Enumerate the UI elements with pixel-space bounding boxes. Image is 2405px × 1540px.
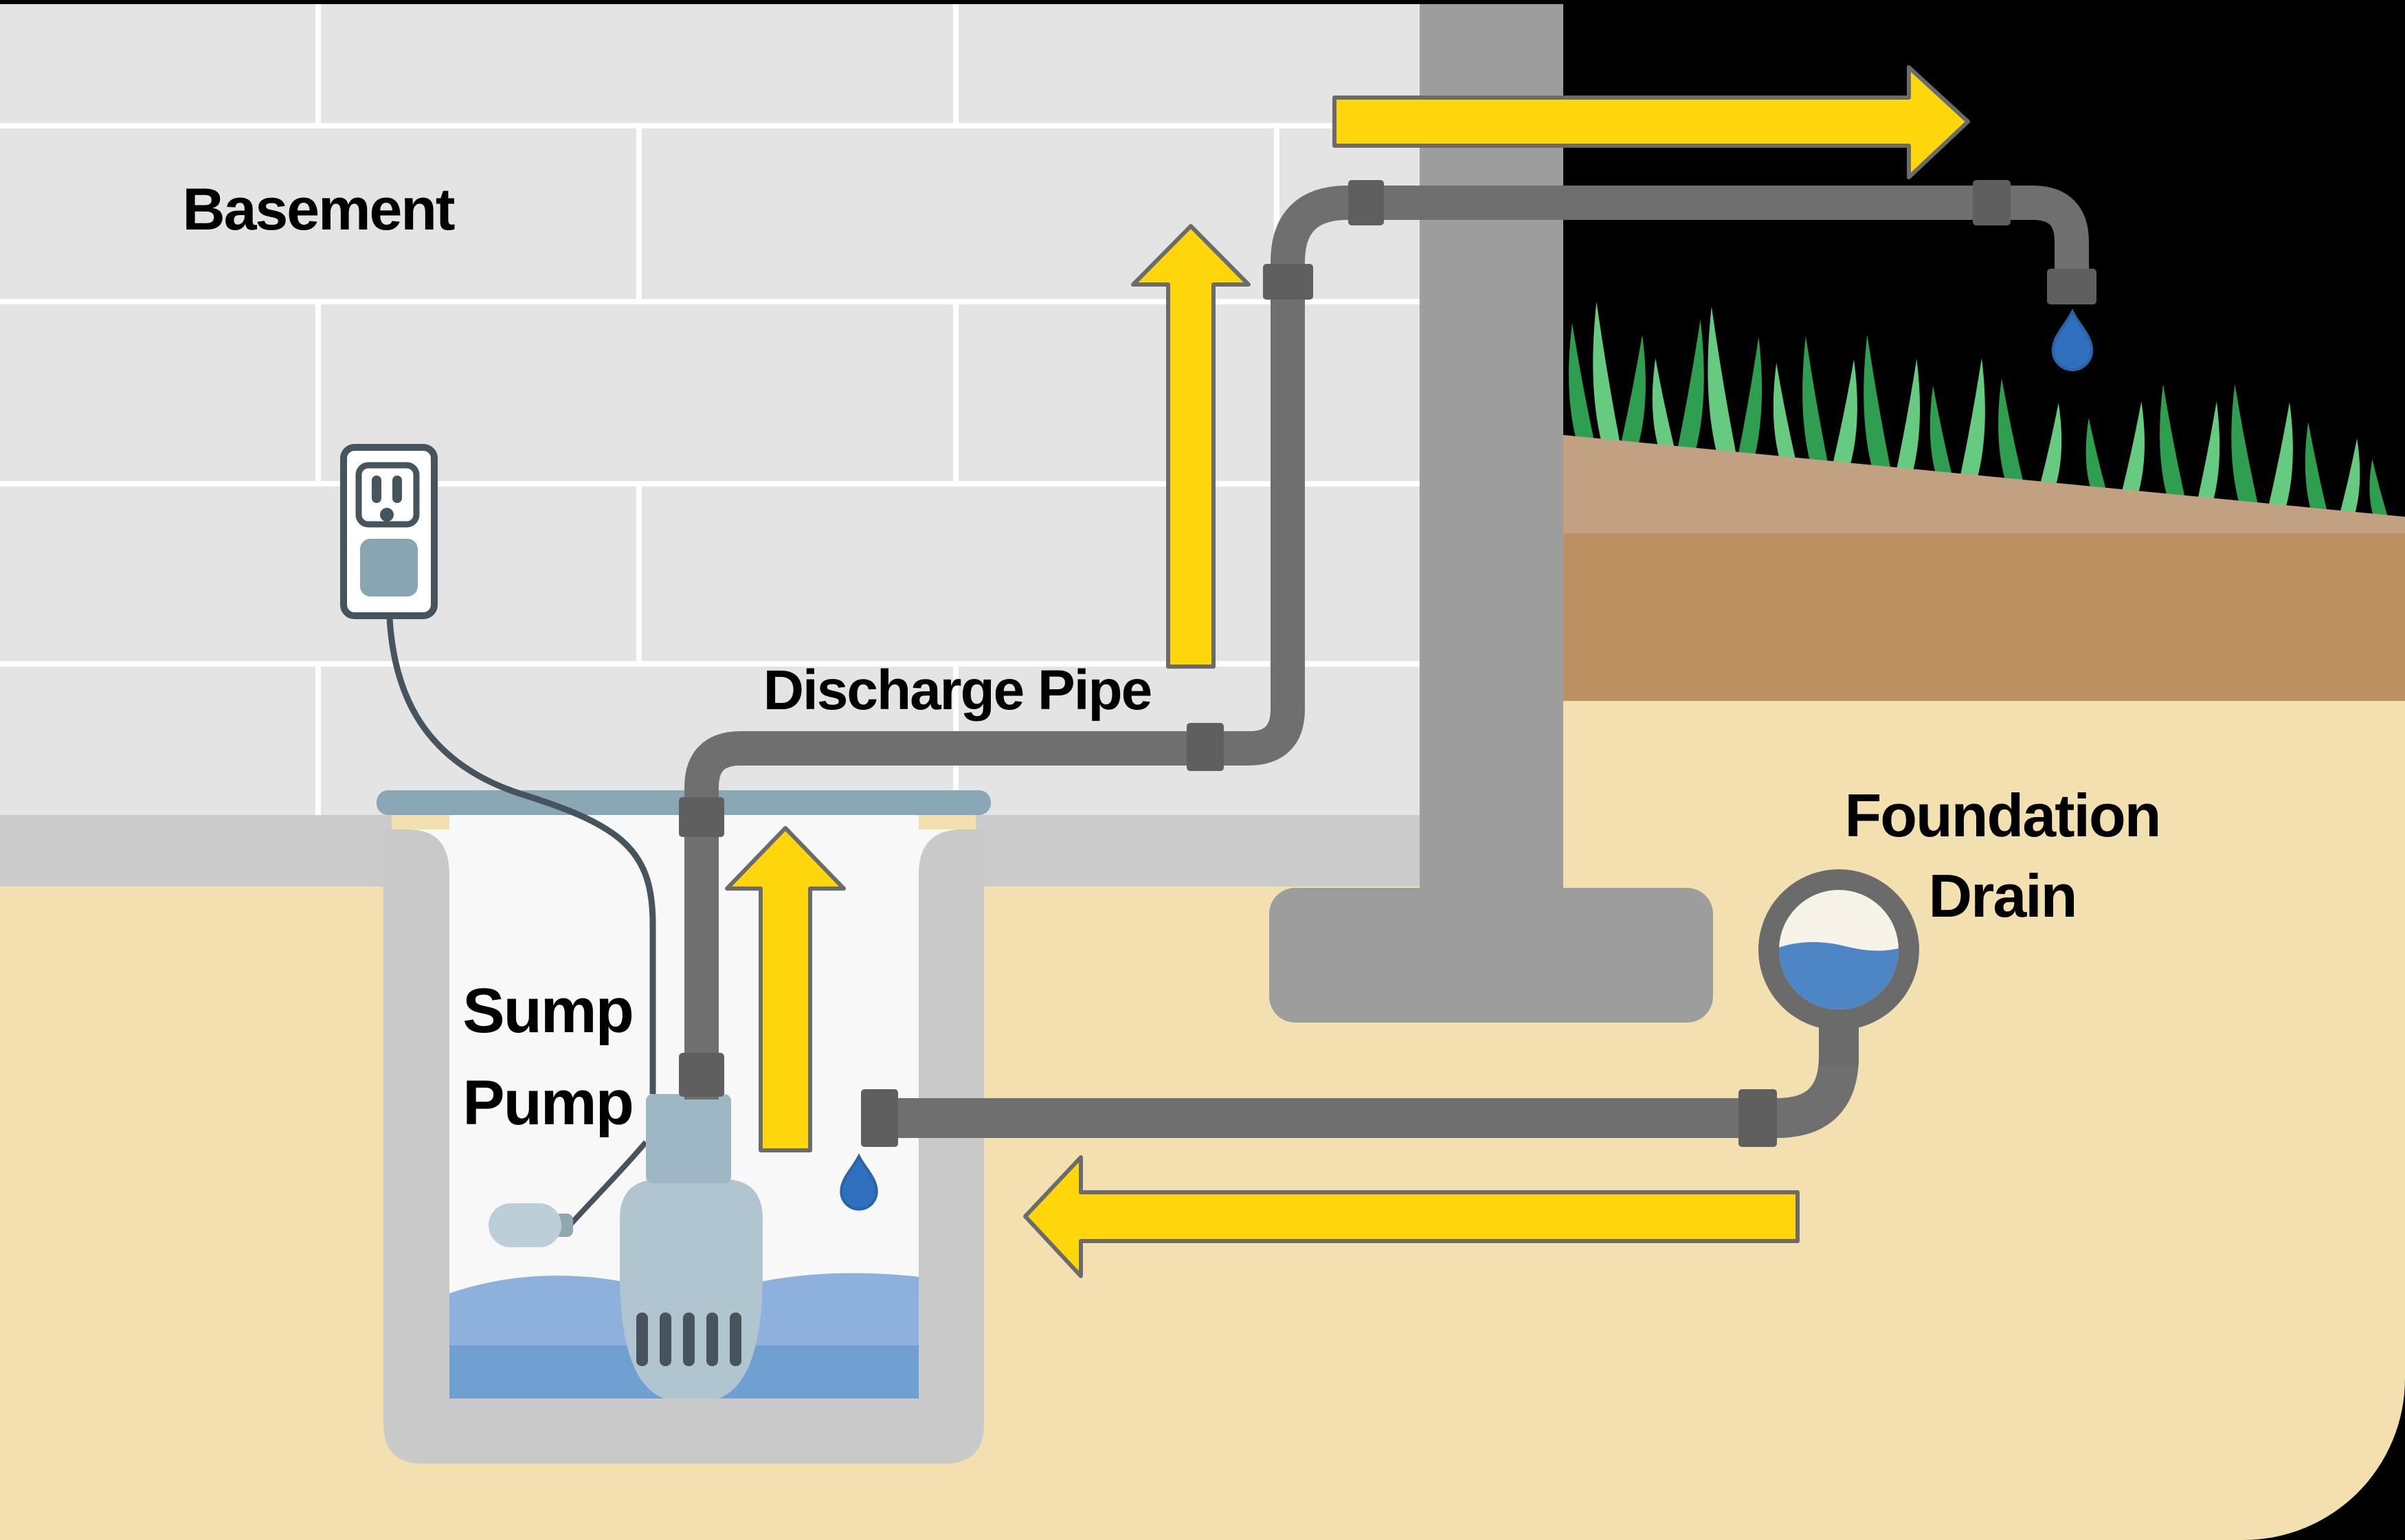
pipe-coupling — [1348, 180, 1384, 225]
label-sump-pump-line1: Sump — [462, 976, 633, 1046]
drain-pipe-coupling — [861, 1089, 898, 1147]
sump-pump-unit — [489, 1094, 763, 1398]
flow-arrow-right-icon — [1332, 65, 1970, 179]
grass-blade — [1957, 358, 1985, 491]
grass-blade — [1864, 335, 1894, 482]
pipe-coupling — [1187, 723, 1224, 771]
grass-blade — [1998, 378, 2026, 495]
subsoil-layer — [1563, 533, 2405, 701]
foundation-wall — [1420, 0, 1563, 889]
float-cord — [568, 1140, 649, 1227]
grass-blade — [1674, 320, 1704, 464]
pit-liner-corner-right — [919, 829, 962, 874]
pump-vents — [636, 1313, 741, 1366]
drain-water-level — [1779, 941, 1899, 1009]
grass-blade — [1802, 336, 1831, 476]
flow-arrow-up-riser-icon — [1131, 224, 1251, 669]
label-foundation-drain-line1: Foundation — [1845, 781, 2160, 849]
flow-arrows — [725, 65, 1970, 1278]
label-basement: Basement — [182, 177, 454, 243]
power-cord — [385, 594, 656, 1094]
grass-blade — [1708, 306, 1739, 467]
pump-outlet-coupling — [679, 1053, 724, 1097]
label-sump-pump-line2: Pump — [462, 1068, 633, 1138]
discharge-pipe-run — [684, 186, 2089, 1100]
outlet-ground-hole — [380, 508, 394, 522]
pipe-outlet-coupling — [2047, 269, 2096, 304]
grass-blade — [2160, 384, 2188, 511]
topsoil-layer — [1563, 435, 2405, 533]
outlet-slot — [372, 476, 381, 503]
pipe-coupling — [1263, 264, 1313, 300]
grass-blade — [1829, 359, 1857, 479]
pipe-coupling — [1973, 180, 2011, 225]
water-drop-icon — [2053, 312, 2092, 370]
label-foundation-drain-line2: Drain — [1929, 862, 2077, 930]
discharge-assembly — [679, 180, 2096, 1100]
foundation-drain-assembly — [840, 869, 1919, 1211]
outlet-slot — [392, 476, 402, 503]
floor-slab-left — [0, 815, 392, 886]
grass-blade — [1593, 302, 1623, 456]
pipe-coupling — [679, 797, 724, 837]
grass-blade — [1618, 335, 1646, 458]
floor-slab-right — [976, 815, 1420, 886]
grass-blade — [1893, 359, 1921, 485]
grass-blade — [1569, 323, 1597, 454]
plug-icon — [360, 539, 418, 596]
pump-head — [646, 1094, 731, 1183]
pit-liner-corner-left — [408, 829, 449, 874]
top-border — [0, 0, 2405, 4]
float-switch — [489, 1203, 561, 1247]
grass-blade — [1735, 337, 1763, 470]
power-outlet — [340, 444, 438, 619]
drain-pipe-coupling — [1738, 1089, 1777, 1147]
pump-body — [620, 1179, 763, 1398]
foundation-footing — [1269, 888, 1713, 1023]
labels: Basement Discharge Pipe Sump Pump Founda… — [182, 177, 2161, 1138]
flow-arrow-left-icon — [1023, 1155, 1800, 1278]
label-discharge-pipe: Discharge Pipe — [763, 659, 1151, 722]
grass-blade — [2231, 384, 2261, 517]
flow-arrow-up-pit-icon — [725, 826, 846, 1152]
